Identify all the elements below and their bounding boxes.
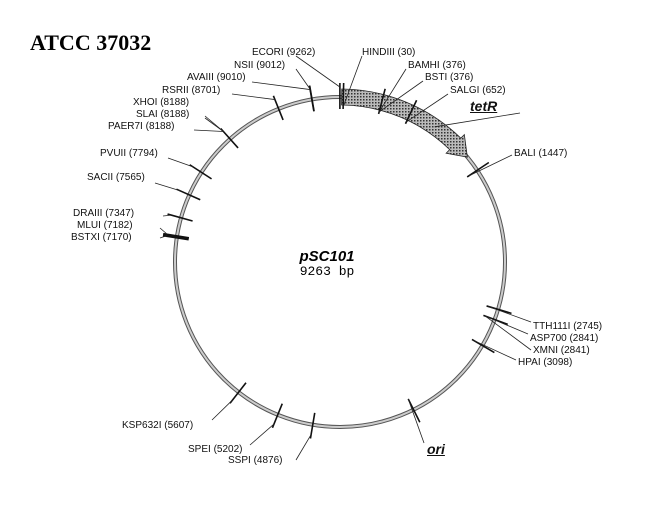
site-label: KSP632I (5607) [122, 420, 194, 431]
restriction-site-tick [271, 403, 284, 429]
restriction-site-tick [377, 88, 386, 115]
tetr-leader-line [434, 112, 521, 128]
site-label: ASP700 (2841) [530, 333, 599, 344]
site-label: HPAI (3098) [518, 357, 573, 368]
site-leader-line [211, 399, 233, 421]
restriction-site-tick [167, 213, 193, 222]
site-label: BSTXI (7170) [71, 232, 132, 243]
site-leader-line [295, 68, 311, 90]
site-leader-line [485, 315, 529, 335]
site-label: SSPI (4876) [228, 455, 283, 466]
site-leader-line [485, 315, 532, 351]
restriction-site-tick [176, 188, 201, 201]
restriction-site-tick [404, 99, 418, 125]
site-label: BSTI (376) [425, 72, 474, 83]
site-leader-line [468, 154, 513, 177]
site-label: HINDIII (30) [362, 47, 416, 58]
site-label: ECORI (9262) [252, 47, 316, 58]
site-label: RSRII (8701) [162, 85, 221, 96]
site-label: TTH111I (2745) [533, 321, 603, 332]
site-leader-line [193, 129, 224, 132]
site-leader-line [204, 117, 224, 132]
restriction-site-tick [162, 233, 189, 241]
tetr-gene-arrow [341, 88, 468, 158]
site-label: DRAIII (7347) [73, 208, 135, 219]
restriction-site-tick [308, 85, 315, 112]
restriction-site-tick [189, 164, 212, 180]
restriction-site-tick [342, 83, 345, 110]
plasmid-size: 9263 bp [299, 264, 355, 279]
site-label: NSII (9012) [234, 60, 286, 71]
site-leader-line [406, 93, 449, 123]
site-leader-line [342, 55, 363, 108]
restriction-site-tick [309, 412, 316, 439]
site-leader-line [167, 157, 194, 168]
site-label: SLAI (8188) [136, 109, 190, 120]
gene-label-ori: ori [427, 441, 445, 457]
site-label: PAER7I (8188) [108, 121, 175, 132]
site-leader-line [473, 340, 517, 361]
site-leader-line [159, 227, 168, 235]
site-leader-line [488, 306, 532, 323]
site-label: SALGI (652) [450, 85, 506, 96]
gene-label-tetr: tetR [470, 98, 498, 114]
site-leader-line [295, 434, 312, 461]
site-label: PVUII (7794) [100, 148, 158, 159]
site-leader-line [295, 55, 341, 88]
site-label: MLUI (7182) [77, 220, 133, 231]
site-leader-line [249, 423, 275, 446]
restriction-site-tick [220, 127, 239, 149]
site-leader-line [251, 81, 311, 90]
site-leader-line [154, 182, 181, 192]
site-label: SACII (7565) [87, 172, 145, 183]
site-leader-line [159, 235, 168, 239]
ori-tick [407, 398, 421, 423]
restriction-site-tick [229, 382, 247, 404]
site-leader-line [378, 68, 407, 113]
site-label: XHOI (8188) [133, 97, 190, 108]
atcc-title: ATCC 37032 [30, 30, 152, 55]
site-label: BAMHI (376) [408, 60, 466, 71]
site-leader-line [378, 80, 424, 113]
ori-leader-line [407, 398, 425, 444]
site-label: XMNI (2841) [533, 345, 590, 356]
restriction-site-tick [272, 95, 284, 121]
plasmid-name: pSC101 [299, 248, 355, 265]
site-label: SPEI (5202) [188, 444, 243, 455]
site-leader-line [231, 93, 275, 100]
site-label: AVAIII (9010) [187, 72, 246, 83]
site-leader-line [162, 214, 172, 217]
site-label: BALI (1447) [514, 148, 568, 159]
